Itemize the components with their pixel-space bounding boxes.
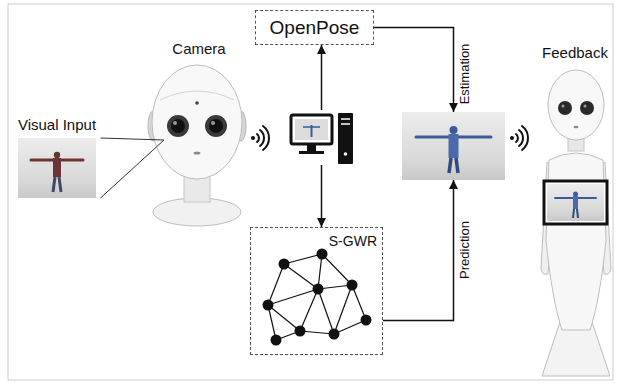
robot-body bbox=[541, 70, 611, 376]
robot-camera: Camera bbox=[164, 40, 234, 216]
frame bbox=[8, 4, 613, 380]
computer-icon bbox=[288, 110, 355, 165]
flow-arrow bbox=[321, 165, 323, 227]
robot-feedback: Feedback bbox=[536, 44, 614, 376]
node-label: S-GWR bbox=[329, 233, 377, 249]
input-photo bbox=[18, 138, 96, 198]
flow-arrow bbox=[374, 28, 454, 113]
estimation-photo bbox=[402, 112, 505, 180]
image-panel: Visual Input bbox=[14, 116, 101, 200]
wireless-symbol bbox=[251, 126, 269, 150]
process-box: OpenPose bbox=[255, 10, 374, 45]
edge-label: Estimation bbox=[457, 41, 471, 106]
network-box: S-GWR bbox=[250, 227, 383, 355]
wireless-symbol bbox=[510, 126, 528, 150]
node-label: Feedback bbox=[542, 44, 608, 61]
node-label: Visual Input bbox=[18, 116, 96, 133]
computer-icon bbox=[291, 113, 353, 164]
image-panel bbox=[402, 112, 505, 180]
edge-label: Prediction bbox=[457, 219, 471, 281]
network-graph bbox=[263, 249, 372, 346]
node-label: OpenPose bbox=[270, 17, 360, 39]
view-line bbox=[101, 138, 165, 198]
robot-head bbox=[148, 65, 246, 226]
flow-arrow bbox=[321, 45, 323, 110]
node-label: Camera bbox=[172, 40, 225, 57]
flow-arrow bbox=[383, 180, 454, 320]
